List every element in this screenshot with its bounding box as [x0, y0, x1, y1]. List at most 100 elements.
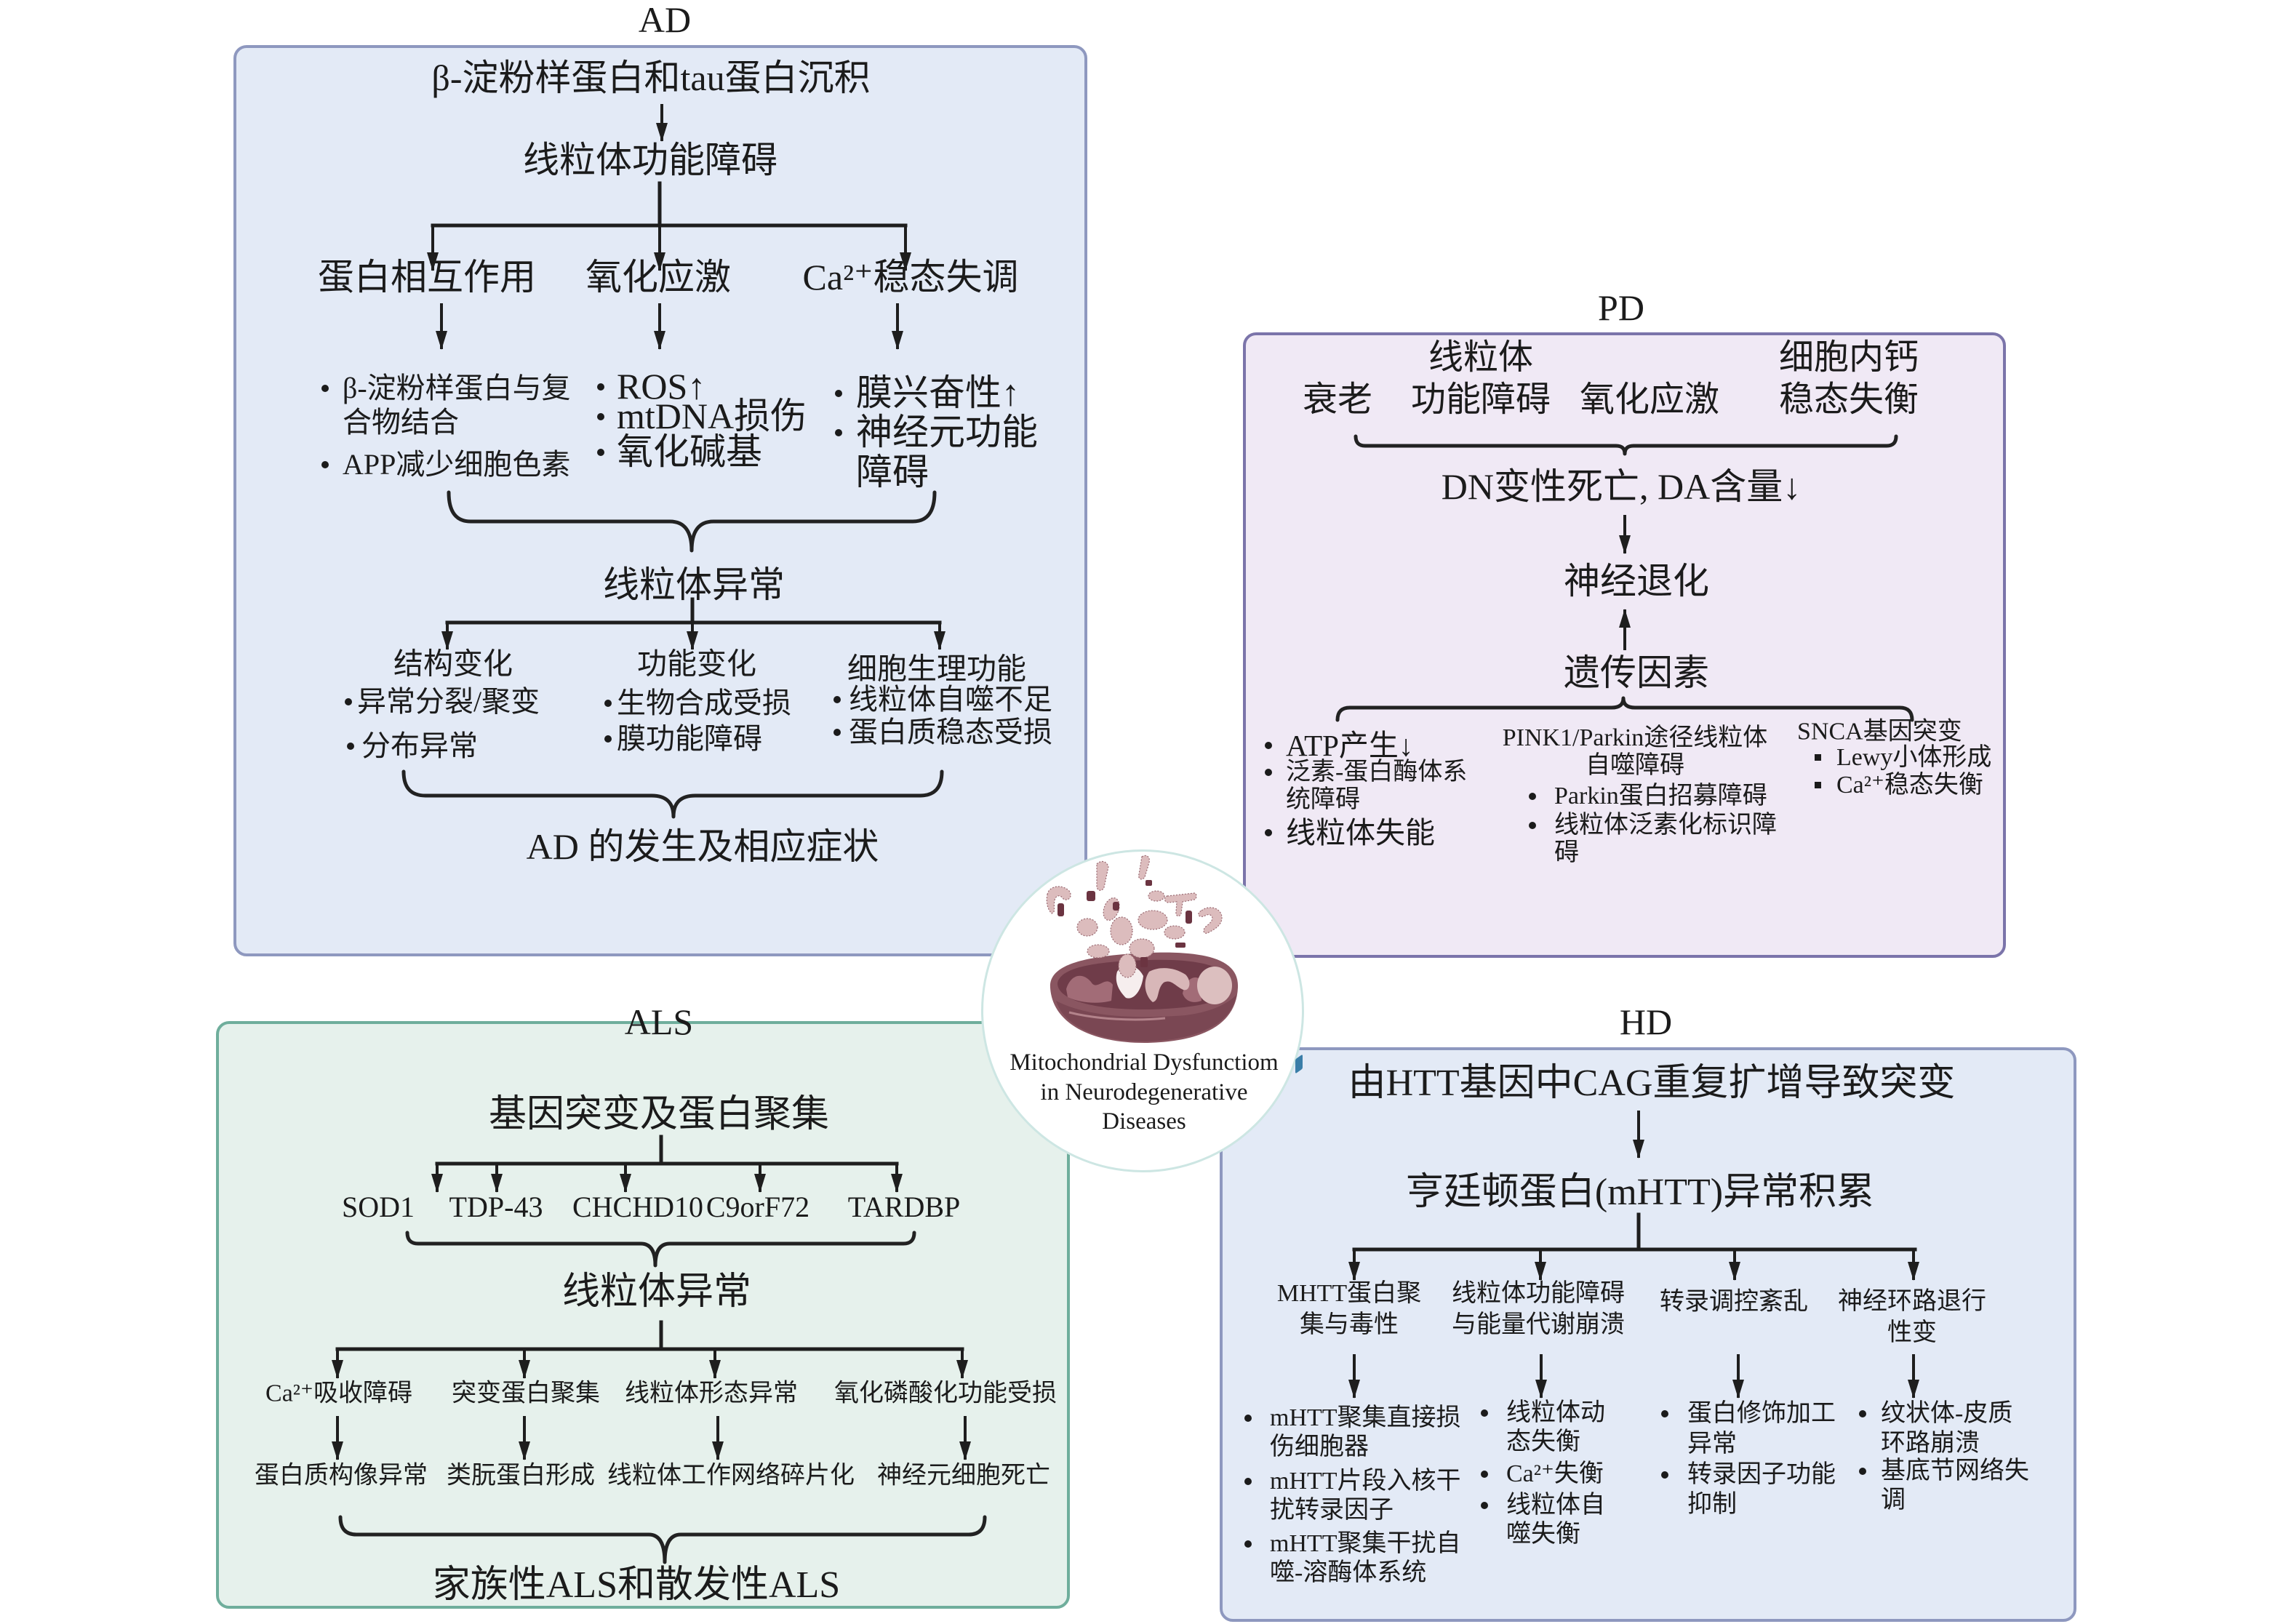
bullet-item: ROS↑ [597, 366, 706, 407]
bullet-icon [321, 384, 329, 392]
als-panel [216, 1021, 1070, 1609]
hub-caption-line: Diseases [1102, 1108, 1186, 1135]
bullet-text: 线粒体失能 [1286, 816, 1435, 849]
bullet-item: Lewy小体形成 [1815, 744, 1991, 772]
bullet-item: 线粒体动 态失衡 [1481, 1399, 1605, 1457]
mitochondrion-debris [1146, 880, 1152, 886]
bullet-icon [1859, 1468, 1866, 1475]
bullet-icon [321, 460, 329, 468]
bullet-item: 异常分裂/聚变 [345, 684, 540, 719]
bullet-item: mHTT聚集直接损 伤细胞器 [1244, 1404, 1461, 1462]
mitochondrion-debris [1087, 891, 1095, 901]
als-label: ALS [624, 1001, 694, 1042]
mitochondrion-debris [1186, 911, 1192, 924]
bullet-item: 基底节网络失 调 [1859, 1457, 2029, 1515]
mitochondrion-fragment [1164, 892, 1197, 917]
hd-category-title: MHTT蛋白聚 集与毒性 [1276, 1280, 1422, 1338]
bullet-item: 泛素-蛋白酶体系 统障碍 [1265, 759, 1468, 814]
mitochondrion-crista [1066, 975, 1113, 1003]
bullet-icon [1244, 1415, 1252, 1422]
bullet-icon [345, 698, 352, 705]
bullet-text: 分布异常 [361, 729, 478, 762]
bullet-item: 蛋白修饰加工 异常 [1661, 1399, 1836, 1460]
bullet-icon [1265, 769, 1272, 776]
hd-category-title: 线粒体功能障碍 与能量代谢崩溃 [1452, 1280, 1625, 1338]
pd-risk-factor: 衰老 [1302, 380, 1373, 419]
bullet-icon [1265, 742, 1272, 749]
als-outcome: 家族性ALS和散发性ALS [432, 1564, 841, 1606]
bullet-text: 膜功能障碍 [617, 722, 762, 755]
mitochondrion-crista [1197, 967, 1232, 1004]
ad-mechanism-title: 蛋白相互作用 [318, 257, 536, 297]
pd-branch-title: PINK1/Parkin途径线粒体 自噬障碍 [1502, 724, 1768, 779]
hd-label: HD [1619, 1001, 1673, 1042]
gene-label: C9orF72 [705, 1191, 810, 1223]
bullet-item: Ca²⁺失衡 [1481, 1460, 1604, 1489]
bullet-text: ROS↑ [617, 366, 706, 407]
pd-branch-title: SNCA基因突变 [1797, 718, 1962, 745]
mitochondrion-highlight [1068, 1011, 1166, 1021]
bullet-icon [597, 448, 604, 456]
ad-change-title: 结构变化 [393, 647, 513, 681]
bullet-icon [1529, 793, 1536, 800]
bullet-icon [1529, 822, 1536, 829]
bullet-item: 线粒体自噬不足 [833, 682, 1052, 717]
mitochondrion-fragment [1096, 860, 1109, 891]
hd-category-title: 转录调控紊乱 [1660, 1288, 1808, 1316]
pd-risk-factor: 细胞内钙 稳态失衡 [1778, 338, 1919, 419]
mitochondrion-debris [1175, 943, 1186, 948]
bullet-icon [597, 412, 604, 420]
mitochondrion-fragment [1110, 916, 1133, 945]
bullet-icon [604, 700, 612, 707]
bullet-text: 纹状体-皮质 环路崩溃 [1881, 1400, 2013, 1457]
als-trigger: 基因突变及蛋白聚集 [488, 1093, 830, 1135]
bullet-text: ATP产生↓ [1286, 729, 1414, 762]
als-mechanism: 突变蛋白聚集 [452, 1380, 600, 1407]
square-bullet-icon [1815, 782, 1821, 788]
bullet-item: Ca²⁺稳态失衡 [1815, 772, 1983, 799]
bullet-item: mHTT片段入核干 扰转录因子 [1244, 1467, 1461, 1525]
bullet-text: mHTT片段入核干 扰转录因子 [1270, 1468, 1461, 1524]
mitochondrion-fragment [1087, 944, 1110, 959]
mitochondrion-fragment [1046, 886, 1071, 914]
bullet-icon [833, 696, 841, 703]
hd-category-title: 神经环路退行 性变 [1838, 1288, 1986, 1346]
bullet-item: mHTT聚集干扰自 噬-溶酶体系统 [1244, 1529, 1461, 1588]
bullet-text: Ca²⁺稳态失衡 [1836, 772, 1983, 799]
bullet-text: mHTT聚集直接损 伤细胞器 [1270, 1404, 1461, 1460]
bullet-icon [1661, 1410, 1668, 1417]
bullet-item: mtDNA损伤 [597, 398, 807, 434]
bullet-text: Parkin蛋白招募障碍 [1554, 783, 1767, 809]
mitochondrion-fragment [1129, 938, 1155, 959]
ad-mechanism-title: Ca²⁺稳态失调 [802, 257, 1019, 297]
bullet-item: ATP产生↓ [1265, 729, 1414, 762]
als-result: 类朊蛋白形成 [447, 1462, 595, 1489]
mitochondrion-fragment [1198, 907, 1223, 934]
mitochondrion-icon [1046, 855, 1239, 1044]
bullet-text: 氧化碱基 [617, 431, 762, 472]
bullet-item: 蛋白质稳态受损 [833, 715, 1052, 750]
als-result: 线粒体工作网络碎片化 [607, 1462, 855, 1489]
bullet-icon [347, 743, 354, 750]
als-mechanism: 氧化磷酸化功能受损 [834, 1380, 1057, 1407]
ad-change-title: 细胞生理功能 [847, 652, 1026, 686]
pd-genetic: 遗传因素 [1564, 652, 1709, 693]
bullet-text: 蛋白质稳态受损 [849, 716, 1052, 748]
gene-label: TARDBP [847, 1191, 961, 1223]
bullet-item: 线粒体失能 [1265, 816, 1435, 849]
bullet-text: 泛素-蛋白酶体系 统障碍 [1286, 759, 1468, 813]
bullet-icon [1859, 1409, 1866, 1417]
bullet-text: 基底节网络失 调 [1881, 1457, 2029, 1513]
bullet-text: APP减少细胞色素 [343, 448, 571, 481]
bullet-item: β-淀粉样蛋白与复 合物结合 [321, 371, 571, 439]
ad-outcome: AD 的发生及相应症状 [526, 826, 879, 867]
pd-outcome: 神经退化 [1564, 561, 1709, 601]
als-converge: 线粒体异常 [561, 1271, 752, 1313]
ad-change-title: 功能变化 [637, 647, 756, 681]
mitochondrion-fragment [1164, 925, 1186, 940]
bullet-text: 生物合成受损 [617, 687, 791, 719]
pd-risk-factor: 线粒体 功能障碍 [1410, 338, 1551, 419]
bullet-icon [1244, 1540, 1252, 1548]
gene-label: CHCHD10 [572, 1191, 704, 1223]
